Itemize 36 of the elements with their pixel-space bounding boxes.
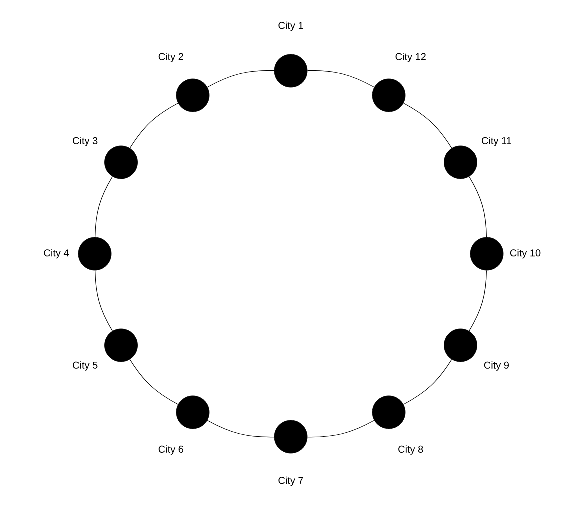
- ring-line: [207, 70, 275, 88]
- ring-line: [207, 420, 275, 438]
- city-label: City 5: [73, 362, 98, 371]
- city-label: City 4: [44, 249, 69, 259]
- city-dot: [444, 328, 478, 362]
- city-label: City 3: [73, 137, 98, 146]
- ring-line: [403, 359, 452, 405]
- city-label: City 7: [278, 476, 304, 486]
- ring-line: [95, 270, 113, 332]
- city-label: City 11: [482, 137, 512, 146]
- city-dot: [78, 237, 112, 271]
- city-label: City 2: [158, 53, 184, 62]
- city-dot: [104, 146, 138, 180]
- ring-line: [130, 103, 179, 149]
- city-label: City 9: [484, 362, 509, 371]
- ring-line: [403, 103, 452, 149]
- city-dot: [372, 78, 406, 112]
- city-label: City 10: [510, 249, 541, 259]
- ring-line: [469, 176, 487, 238]
- city-label: City 12: [396, 53, 426, 62]
- ring-line: [307, 420, 375, 438]
- city-dot: [372, 396, 406, 430]
- city-dot: [176, 396, 210, 430]
- city-dot: [444, 146, 478, 180]
- city-label: City 1: [278, 22, 304, 32]
- ring-line: [307, 70, 375, 88]
- city-label: City 8: [398, 446, 424, 455]
- city-dot: [470, 237, 504, 271]
- ring-line: [95, 176, 113, 238]
- city-label: City 6: [158, 446, 184, 455]
- city-dot: [274, 420, 308, 454]
- ring-line: [130, 359, 179, 405]
- city-dot: [104, 328, 138, 362]
- ring-line: [469, 270, 487, 332]
- city-dot: [176, 78, 210, 112]
- city-dot: [274, 54, 308, 88]
